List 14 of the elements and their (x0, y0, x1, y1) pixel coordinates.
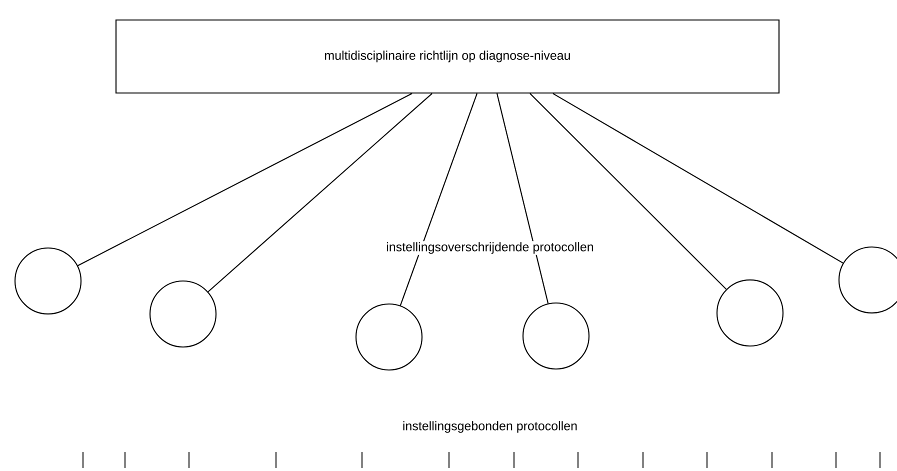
connector-line (400, 93, 478, 306)
label: instellingsoverschrijdende protocollen (385, 241, 595, 255)
circle-node (149, 280, 217, 348)
connector-line (496, 93, 549, 304)
connector-line (530, 93, 727, 290)
connector-line (208, 93, 432, 292)
circle-node (522, 302, 590, 370)
label: instellingsgebonden protocollen (401, 420, 579, 434)
circle-node (355, 303, 423, 371)
connector-line (78, 93, 412, 266)
box: multidisciplinaire richtlijn op diagnose-niveau (115, 19, 780, 94)
circle-node (14, 247, 82, 315)
connector-line (552, 93, 844, 264)
circle-node (716, 279, 784, 347)
